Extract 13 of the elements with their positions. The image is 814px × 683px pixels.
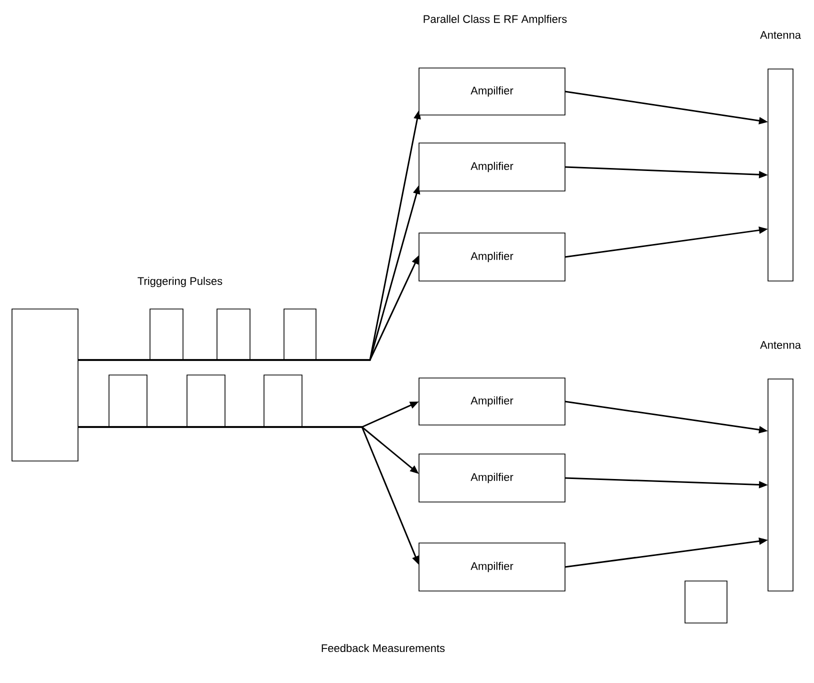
label: Feedback Measurements — [322, 644, 445, 652]
amplifier-box: Amplifier — [418, 142, 566, 192]
amplifier-box: Ampilfier — [418, 542, 566, 592]
antenna-label: Antenna — [760, 341, 801, 349]
title: Parallel Class E RF Amplfiers — [424, 14, 567, 26]
amplifier-box: Ampilfier — [418, 454, 566, 502]
amplifier-box: Ampilfier — [418, 68, 566, 116]
antenna-label: Antenna — [760, 31, 801, 39]
empty-box — [684, 580, 728, 624]
label: Triggering Pulses — [138, 276, 222, 288]
empty-box — [12, 308, 78, 462]
amplifier-box: Ampilfier — [418, 378, 566, 426]
amplifier-box: Amplifier — [418, 232, 566, 282]
